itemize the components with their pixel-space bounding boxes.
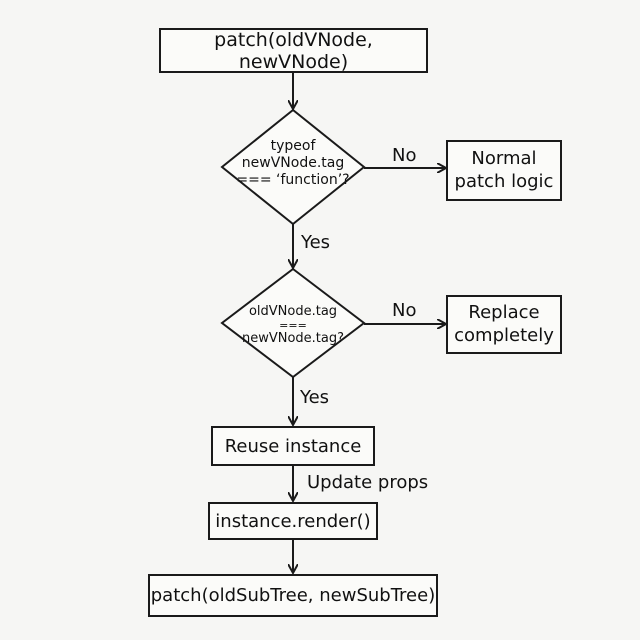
decision2-line-1: oldVNode.tag	[248, 304, 338, 319]
edge-label-d1-yes: Yes	[301, 232, 331, 253]
decision2-line-3: newVNode.tag?	[241, 330, 345, 346]
decision2-label: oldVNode.tag === newVNode.tag?	[232, 304, 354, 346]
normal-patch-node: Normal patch logic	[446, 140, 562, 201]
decision1-line-2: newVNode.tag	[241, 154, 345, 171]
decision1-label: typeof newVNode.tag === ‘function’?	[232, 138, 354, 188]
edge-label-d1-no: No	[392, 145, 417, 166]
replace-line-1: Replace	[468, 302, 540, 323]
start-node: patch(oldVNode, newVNode)	[159, 28, 428, 73]
subtree-patch-node: patch(oldSubTree, newSubTree)	[148, 574, 438, 617]
edge-label-d2-yes: Yes	[300, 387, 330, 408]
render-node: instance.render()	[208, 502, 378, 540]
decision1-line-1: typeof	[270, 138, 316, 154]
normal-patch-line-1: Normal	[471, 148, 537, 169]
decision2-line-2: ===	[279, 318, 307, 332]
start-node-label: patch(oldVNode, newVNode)	[214, 28, 373, 73]
subtree-patch-label: patch(oldSubTree, newSubTree)	[150, 585, 436, 606]
decision1-line-3: === ‘function’?	[236, 171, 350, 188]
reuse-instance-label: Reuse instance	[224, 435, 362, 457]
edge-label-update-props: Update props	[307, 472, 429, 493]
edge-label-d2-no: No	[392, 300, 417, 321]
replace-node: Replace completely	[446, 295, 562, 354]
reuse-instance-node: Reuse instance	[211, 426, 375, 466]
normal-patch-line-2: patch logic	[454, 170, 554, 192]
render-label: instance.render()	[215, 510, 371, 532]
replace-line-2: completely	[454, 324, 554, 346]
